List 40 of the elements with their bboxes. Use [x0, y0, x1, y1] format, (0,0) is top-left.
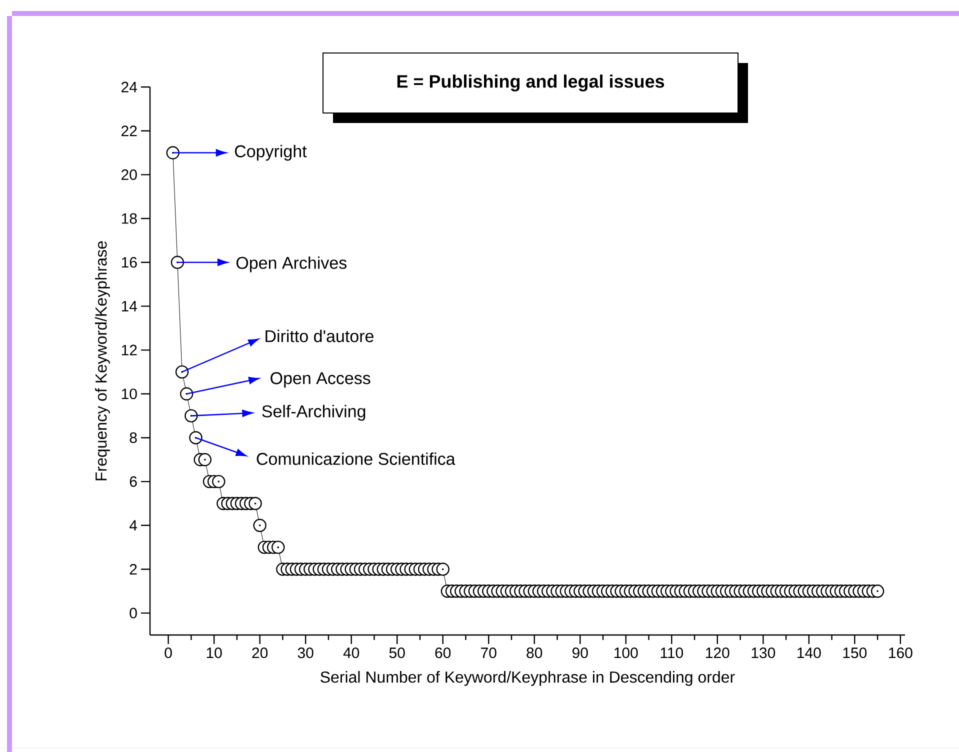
y-axis-title: Frequency of Keyword/Keyphrase [95, 241, 110, 480]
x-tick-label: 30 [298, 648, 314, 658]
x-tick-label: 10 [206, 648, 222, 658]
chart-title: E = Publishing and legal issues [397, 74, 664, 92]
x-tick-label: 80 [526, 648, 542, 658]
x-axis-title: Serial Number of Keyword/Keyphrase in Descending order [320, 671, 735, 686]
x-tick-label: 150 [843, 648, 867, 658]
x-tick-label: 160 [889, 648, 912, 658]
y-tick-label: 20 [122, 169, 137, 180]
x-tick-label: 20 [252, 648, 268, 658]
annotation-label: Comunicazione Scientifica [256, 452, 456, 465]
y-tick-label: 10 [122, 388, 137, 400]
x-tick-label: 90 [572, 648, 588, 658]
x-tick-label: 50 [389, 648, 405, 658]
y-tick-label: 16 [122, 257, 137, 268]
x-tick-label: 120 [706, 648, 730, 658]
y-tick-label: 18 [122, 213, 137, 224]
y-tick-label: 8 [130, 432, 137, 444]
annotation-label: Open Archives [236, 256, 347, 272]
x-tick-label: 130 [752, 648, 776, 658]
annotation-label: Open Access [270, 372, 370, 388]
x-tick-label: 60 [435, 648, 451, 658]
annotation-label: Self-Archiving [262, 404, 366, 421]
y-tick-label: 14 [122, 301, 138, 312]
title-box: E = Publishing and legal issues [322, 52, 748, 123]
annotation-label: Copyright [234, 144, 307, 161]
y-tick-label: 4 [129, 520, 138, 531]
x-tick-label: 110 [660, 648, 683, 658]
y-tick-label: 0 [130, 608, 137, 618]
x-tick-label: 40 [343, 648, 360, 658]
x-tick-label: 140 [798, 648, 821, 658]
y-tick-label: 12 [122, 344, 137, 356]
y-tick-label: 6 [130, 476, 137, 487]
y-tick-label: 22 [122, 126, 137, 136]
x-tick-label: 70 [481, 648, 496, 658]
x-tick-label: 100 [614, 648, 638, 658]
x-tick-label: 0 [164, 648, 172, 658]
y-tick-label: 24 [122, 82, 138, 92]
annotation-label: Diritto d'autore [266, 330, 374, 342]
y-tick-label: 2 [130, 564, 137, 574]
